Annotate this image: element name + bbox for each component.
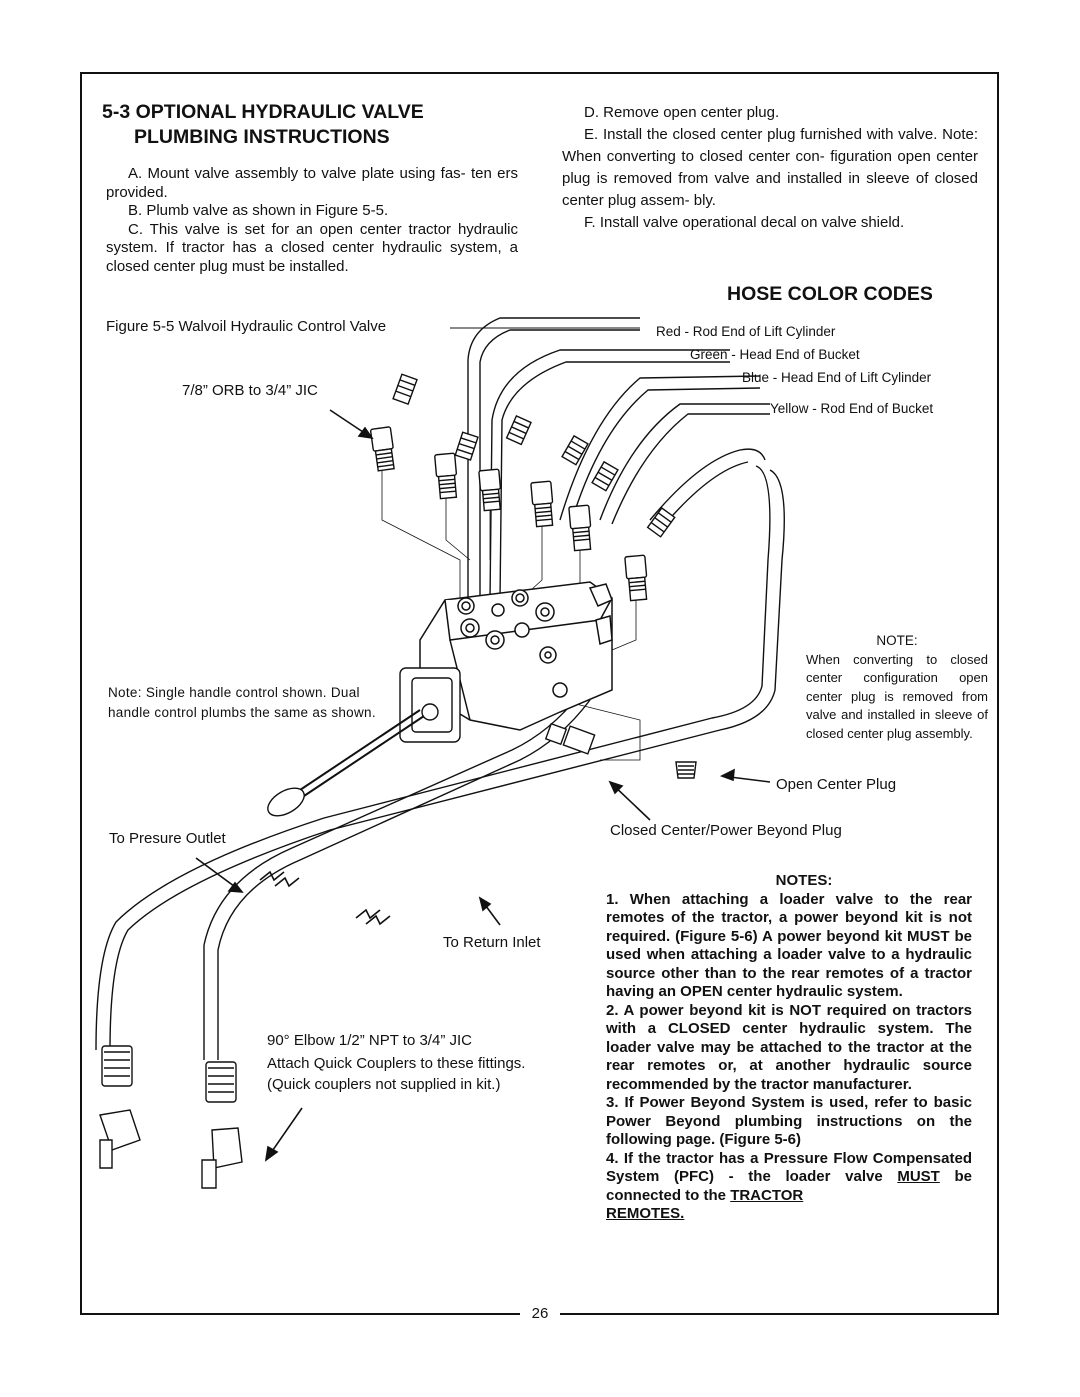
hose-green-label: Green - Head End of Bucket xyxy=(690,347,860,362)
side-note-heading: NOTE: xyxy=(876,633,918,648)
pressure-hose xyxy=(95,465,785,1051)
note-4-remotes: REMOTES. xyxy=(606,1205,685,1222)
note-1: 1. When attaching a loader valve to the … xyxy=(606,890,972,1001)
jic-fittings xyxy=(369,373,676,602)
note-4-tractor: TRACTOR xyxy=(730,1186,804,1204)
hose-break-marks xyxy=(259,870,391,926)
note-2: 2. A power beyond kit is NOT required on… xyxy=(606,1001,972,1093)
step-b: B. Plumb valve as shown in Figure 5-5. xyxy=(128,202,389,219)
note-3: 3. If Power Beyond System is used, refer… xyxy=(606,1094,972,1148)
callout-arrows xyxy=(195,409,771,1162)
side-note-text: When converting to closed center configu… xyxy=(806,651,988,741)
step-f: F. Install valve operational decal on va… xyxy=(584,214,905,231)
step-d: D. Remove open center plug. xyxy=(584,104,780,121)
control-handle xyxy=(267,667,461,817)
closed-center-plug-label: Closed Center/Power Beyond Plug xyxy=(610,822,842,839)
return-inlet-label: To Return Inlet xyxy=(443,934,541,951)
elbow-fittings xyxy=(99,1045,243,1189)
right-instructions: D. Remove open center plug. E. Install t… xyxy=(562,102,978,234)
single-handle-note: Note: Single handle control shown. Dual … xyxy=(108,685,376,720)
note-4-text-b: be connected to the xyxy=(606,1168,972,1204)
section-title-line2: PLUMBING INSTRUCTIONS xyxy=(134,126,390,148)
note-4: 4. If the tractor has a Pressure Flow Co… xyxy=(606,1150,972,1224)
valve-hoses xyxy=(467,317,770,601)
fitting-size-label: 7/8” ORB to 3/4” JIC xyxy=(182,382,318,399)
figure-caption: Figure 5-5 Walvoil Hydraulic Control Val… xyxy=(106,318,387,335)
return-hose xyxy=(203,693,591,1060)
page-number: 26 xyxy=(520,1305,560,1322)
section-title-line1: OPTIONAL HYDRAULIC VALVE xyxy=(135,101,424,123)
section-number: 5-3 xyxy=(102,101,131,123)
closed-center-plug xyxy=(544,722,596,755)
valve-body xyxy=(419,581,613,731)
left-instructions: A. Mount valve assembly to valve plate u… xyxy=(106,165,518,276)
hose-red-label: Red - Rod End of Lift Cylinder xyxy=(656,324,836,339)
note-4-must: MUST xyxy=(897,1168,940,1185)
hose-color-codes-title: HOSE COLOR CODES xyxy=(727,283,933,305)
hose-blue-label: Blue - Head End of Lift Cylinder xyxy=(742,370,932,385)
open-center-plug-label: Open Center Plug xyxy=(776,776,897,793)
section-heading: 5-3 OPTIONAL HYDRAULIC VALVE PLUMBING IN… xyxy=(102,100,424,150)
elbow-label: 90° Elbow 1/2” NPT to 3/4” JIC xyxy=(267,1032,472,1049)
quick-couplers-label: Attach Quick Couplers to these fittings. xyxy=(267,1055,526,1072)
side-note: NOTE: When converting to closed center c… xyxy=(806,632,988,743)
note-4-text-a: 4. If the tractor has a Pressure Flow Co… xyxy=(606,1149,972,1186)
notes-title: NOTES: xyxy=(775,872,833,889)
couplers-not-supplied-label: (Quick couplers not supplied in kit.) xyxy=(267,1076,501,1093)
step-a: A. Mount valve assembly to valve plate u… xyxy=(106,165,518,201)
pressure-outlet-label: To Presure Outlet xyxy=(109,830,226,847)
hose-yellow-label: Yellow - Rod End of Bucket xyxy=(770,401,934,416)
step-e: E. Install the closed center plug furnis… xyxy=(562,126,978,209)
open-center-plug xyxy=(675,761,697,779)
notes-block: NOTES: 1. When attaching a loader valve … xyxy=(606,872,972,1224)
step-c: C. This valve is set for an open center … xyxy=(106,220,518,275)
